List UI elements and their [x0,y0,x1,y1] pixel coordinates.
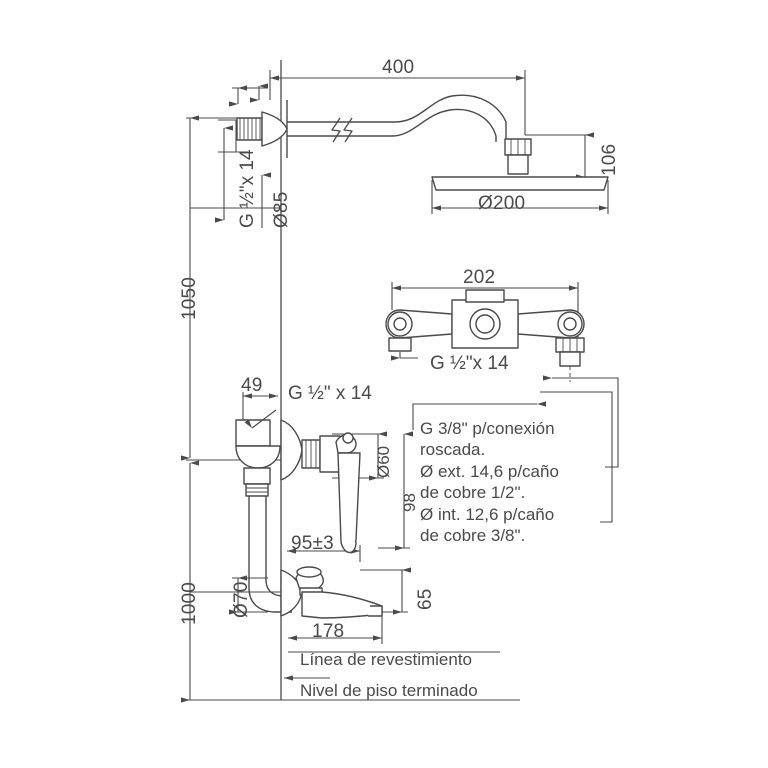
connection-notes: G 3/8" p/conexión roscada. Ø ext. 14,6 p… [420,418,559,546]
note-line-1: G 3/8" p/conexión [420,419,555,438]
dimension-flange-diameter: Ø85 [271,191,292,228]
tub-spout [280,566,383,619]
dimension-arm-length: 400 [382,57,415,78]
note-line-4: de cobre 1/2". [420,483,526,503]
dimension-handle-diameter: Ø60 [374,445,393,478]
shower-arm-assembly [236,94,609,191]
note-line-5: Ø int. 12,6 p/caño [420,504,555,524]
label-floor-level: Nivel de piso terminado [300,681,478,700]
thread-top-inlet: G ½"x 14 [237,149,258,228]
three-port-valve-body [385,289,585,382]
dimension-spout-projection: 178 [312,621,345,642]
note-leader-lines [391,352,619,523]
dimension-offset-49: 49 [241,375,263,396]
thread-mixer-inlet: G ½" x 14 [288,383,372,404]
dimension-head-height: 106 [599,143,620,176]
thread-valve-inlet: G ½"x 14 [430,353,509,374]
note-line-3: Ø ext. 14,6 p/caño [420,461,559,481]
dimension-head-diameter: Ø200 [478,193,526,214]
dimension-pipe-diameter: Ø70 [231,581,252,618]
dimension-spout-height: 65 [415,588,436,610]
dimension-spout-center: 95±3 [291,533,334,554]
dimension-height-lower: 1000 [179,581,200,625]
label-cladding-line: Línea de revestimiento [300,650,472,669]
dimension-handle-height: 98 [400,493,419,512]
note-line-6: de cobre 3/8". [420,526,526,546]
note-line-2: roscada. [420,440,486,460]
dimension-valve-width: 202 [463,267,496,288]
dimension-height-upper: 1050 [179,276,200,320]
mixer-valve-assembly [235,409,361,588]
